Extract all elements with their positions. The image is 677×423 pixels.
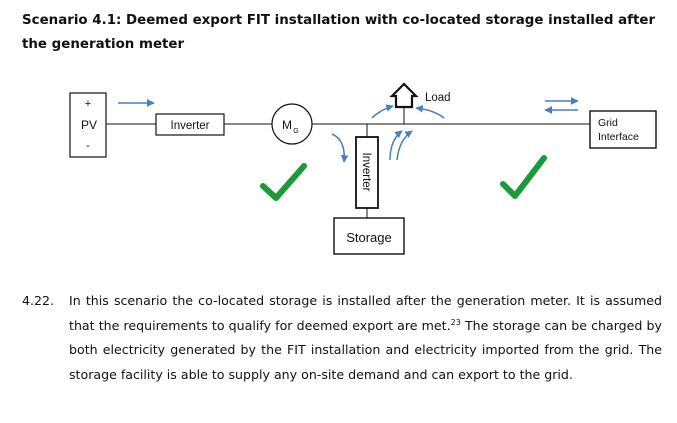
storage-inverter-label: Inverter xyxy=(360,153,372,192)
scenario-heading: Scenario 4.1: Deemed export FIT installa… xyxy=(22,13,656,52)
checkmark-icon xyxy=(500,155,547,199)
main-inverter: Inverter xyxy=(155,113,225,136)
load-label: Load xyxy=(425,92,451,104)
meter-main: M xyxy=(282,118,292,132)
generation-meter: M G xyxy=(271,103,313,145)
load-house-icon xyxy=(389,82,419,109)
meter-sub: G xyxy=(293,128,298,135)
storage-label: Storage xyxy=(346,230,392,245)
paragraph-number: 4.22. xyxy=(22,293,55,308)
storage-discharge-arrow-1 xyxy=(389,130,403,161)
grid-label-line1: Grid xyxy=(598,117,618,129)
paragraph-4-22: 4.22. In this scenario the co-located st… xyxy=(22,289,662,387)
storage-charge-arrow xyxy=(331,133,349,163)
load-flow-arrow-left xyxy=(371,104,394,119)
paragraph-text-1: In this scenario the co-located storage … xyxy=(69,293,662,333)
paragraph-body: In this scenario the co-located storage … xyxy=(69,289,662,387)
storage-inverter: Inverter xyxy=(355,136,379,209)
pv-plus: + xyxy=(85,98,91,110)
main-inverter-label: Inverter xyxy=(171,120,210,132)
paragraph-text-2: The storage can be charged by both elect… xyxy=(69,317,662,382)
storage-diagram: + PV - Inverter M G Load Inverter Storag… xyxy=(69,82,657,255)
load-flow-arrow-right xyxy=(415,105,445,119)
footnote-ref[interactable]: 23 xyxy=(450,317,461,327)
pv-label: PV xyxy=(81,118,97,132)
grid-label-line2: Interface xyxy=(598,131,639,143)
storage-box: Storage xyxy=(333,217,405,255)
storage-discharge-arrow-2 xyxy=(396,130,413,161)
pv-panel: + PV - xyxy=(69,92,107,158)
grid-interface: Grid Interface xyxy=(589,110,657,149)
checkmark-icon xyxy=(260,163,307,201)
pv-minus: - xyxy=(86,140,90,152)
